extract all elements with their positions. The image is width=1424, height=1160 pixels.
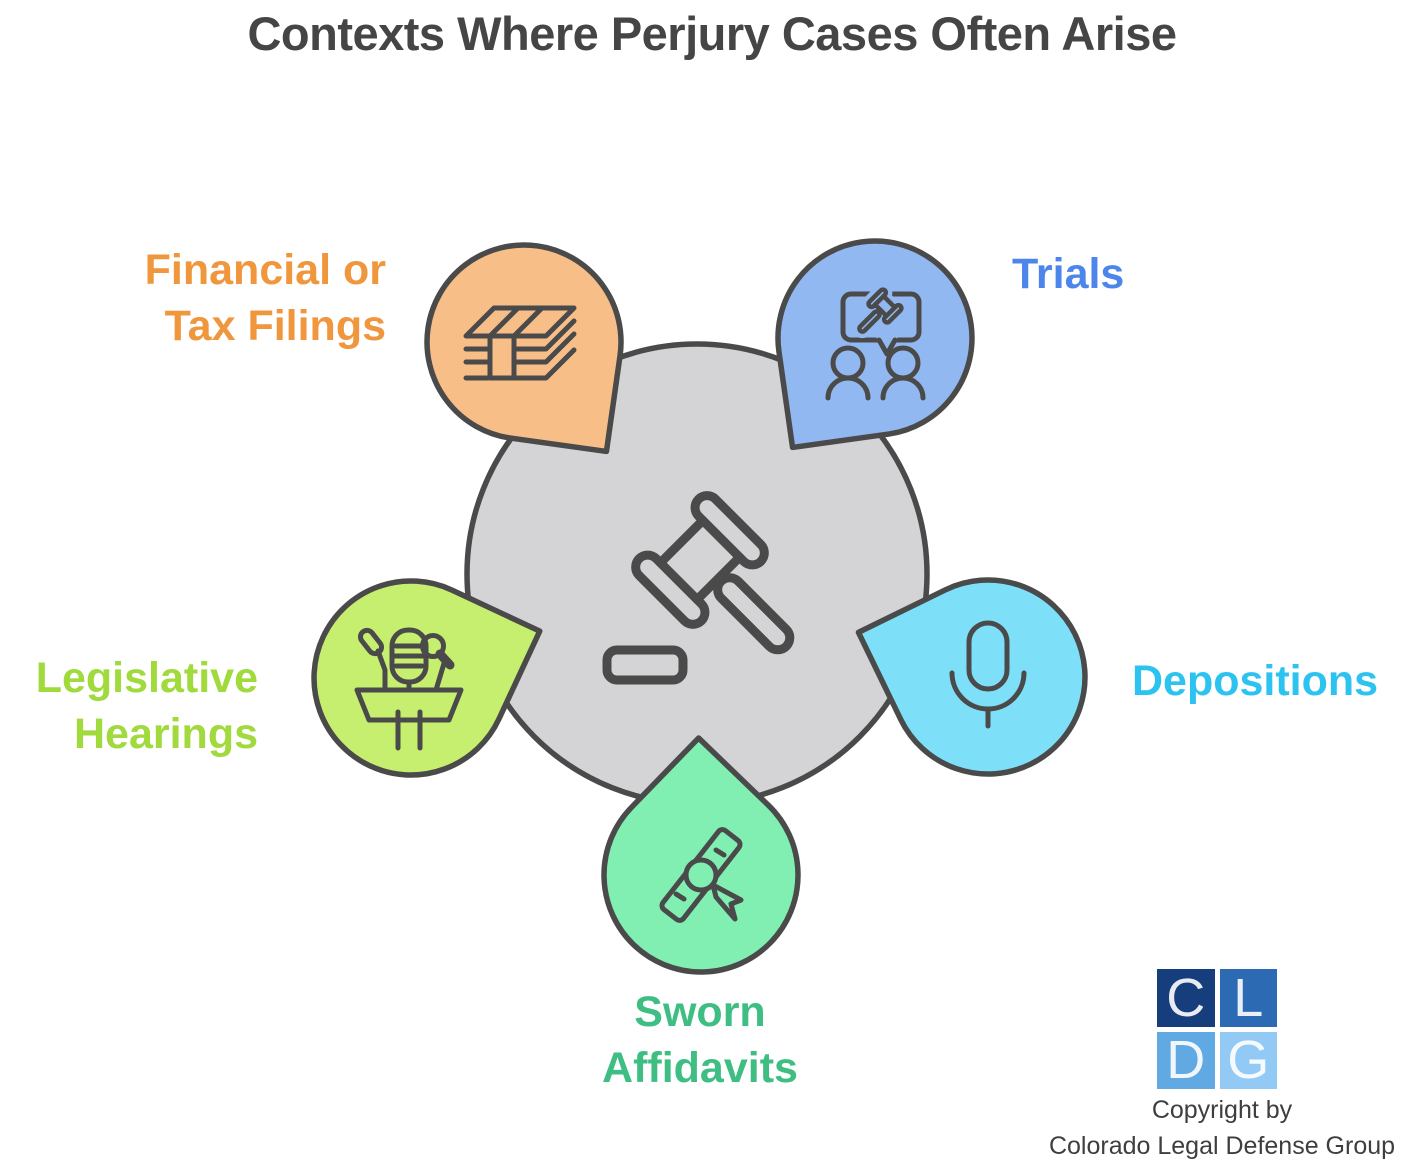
diploma-icon xyxy=(659,827,744,923)
mini-gavel-icon xyxy=(852,283,908,339)
logo-letter-d: D xyxy=(1157,1031,1215,1089)
courtroom-discussion-icon xyxy=(825,283,926,401)
page-title: Contexts Where Perjury Cases Often Arise xyxy=(247,7,1177,60)
person-shoulders xyxy=(880,375,926,401)
microphone-icon xyxy=(949,620,1027,729)
gavel-cap-top xyxy=(690,491,769,570)
bubble-sworn xyxy=(601,735,801,975)
logo-letter-l: L xyxy=(1219,969,1277,1027)
label-financial-tax-filings: Financial or Tax Filings xyxy=(144,246,386,350)
side-mic-right xyxy=(420,633,446,659)
bubble-legislative xyxy=(311,578,543,778)
copyright-text: Copyright by Colorado Legal Defense Grou… xyxy=(1048,1096,1396,1160)
gavel-cap-bottom xyxy=(631,550,710,629)
gavel-sound-block xyxy=(602,645,688,685)
gavel-icon xyxy=(602,491,795,685)
diploma-seal xyxy=(683,857,719,893)
label-legislative-hearings: Legislative Hearings xyxy=(35,654,258,758)
gavel-handle xyxy=(713,573,795,655)
podium-icon xyxy=(354,627,464,751)
mic-capsule xyxy=(966,620,1010,692)
person-shoulders xyxy=(825,375,871,401)
label-sworn-affidavits: Sworn Affidavits xyxy=(602,988,798,1092)
money-stack-icon xyxy=(463,305,577,381)
label-depositions: Depositions xyxy=(1132,657,1379,705)
podium-legs xyxy=(395,709,423,751)
bubble-trials xyxy=(775,238,975,451)
bubble-financial xyxy=(424,242,624,455)
bubble-depositions xyxy=(855,577,1088,777)
podium-top xyxy=(354,687,464,723)
label-trials: Trials xyxy=(1012,250,1125,298)
logo-letter-c: C xyxy=(1157,969,1215,1027)
logo-letter-g: G xyxy=(1219,1031,1277,1089)
diploma-ribbon xyxy=(710,882,744,922)
cldg-logo: C L D G xyxy=(1157,969,1277,1089)
